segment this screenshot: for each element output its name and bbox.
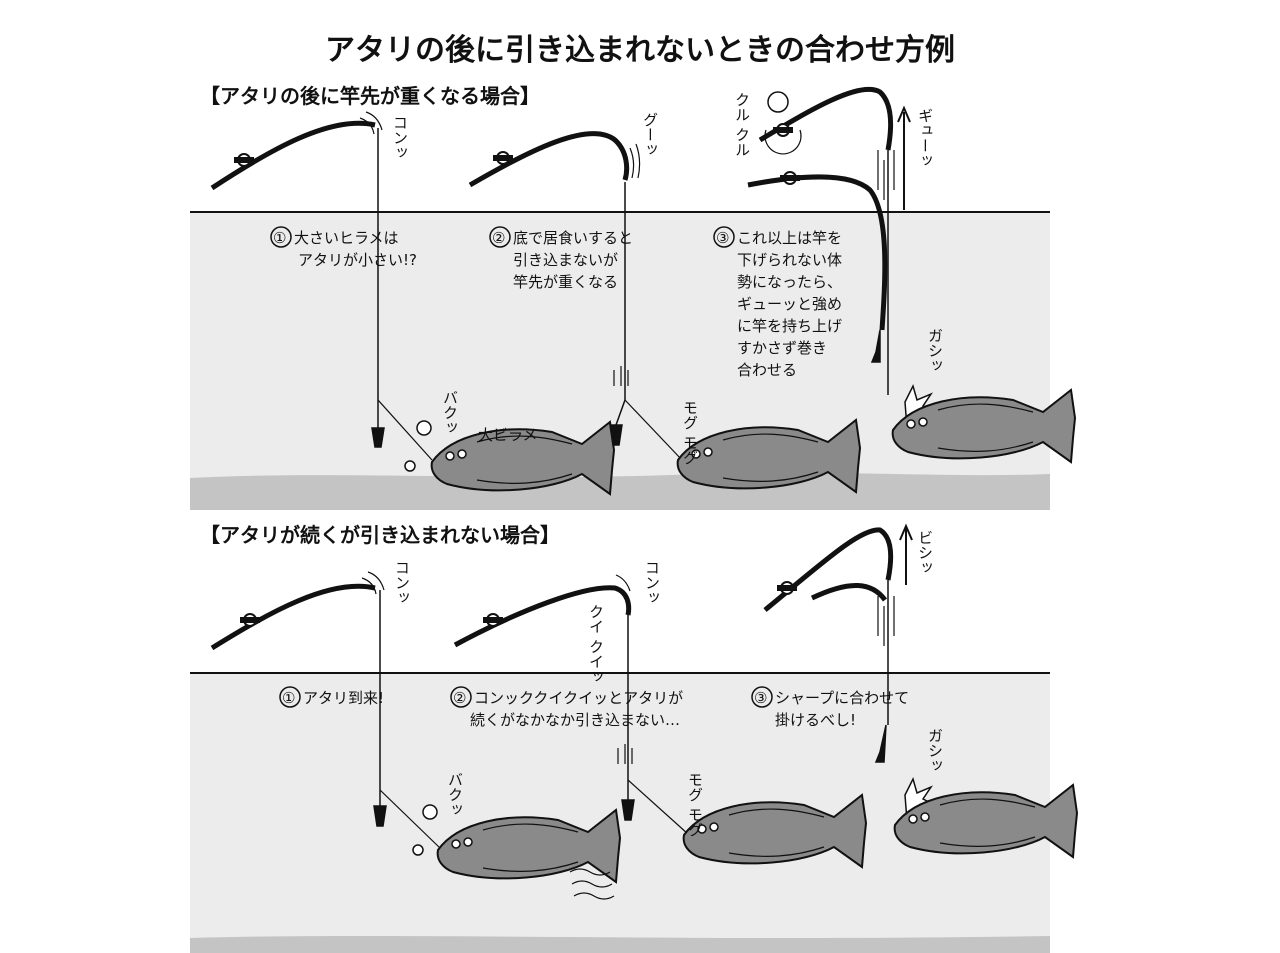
caption-1-3-line7: 合わせる [737, 361, 797, 379]
rod-1-1 [210, 111, 383, 400]
sfx-kon-2-2: コンッ [643, 560, 661, 605]
fish-label: 大ビラメ [478, 426, 538, 444]
sfx-mogu-1-2: モグ モグ [681, 400, 699, 465]
sfx-bishi: ビシッ [916, 530, 934, 575]
caption-2-2-line2: 続くがなかなか引き込まない… [470, 711, 680, 729]
leader-1-2 [624, 399, 683, 461]
caption-1-3-line3: 勢になったら、 [737, 273, 842, 291]
sfx-mogu-2-2: モグ モグ [686, 772, 704, 837]
section-2-heading: 【アタリが続くが引き込まれない場合】 [200, 523, 560, 547]
caption-1-2-num: ② [492, 229, 505, 247]
caption-1-3-line1: これ以上は竿を [737, 229, 842, 247]
bubble-1-1a [416, 420, 432, 436]
caption-1-1-line1: 大さいヒラメは [294, 229, 399, 247]
caption-1-1: ① 大さいヒラメは アタリが小さい!? [270, 226, 417, 269]
vibration-2-2 [617, 744, 633, 764]
caption-2-1-num: ① [282, 689, 295, 707]
caption-1-3-line2: 下げられない体 [737, 251, 842, 269]
caption-1-2-line1: 底で居食いすると [513, 229, 633, 247]
caption-2-3-line1: シャープに合わせて [775, 689, 909, 707]
sfx-kuikui: クイ クイッ [587, 604, 605, 684]
water-area-1 [190, 212, 1050, 510]
section-2: 【アタリが続くが引き込まれない場合】 コンッ ① アタリ到来! バクッ [190, 523, 1078, 953]
up-arrow-2 [899, 523, 913, 585]
bubble-2-1b [412, 844, 424, 856]
sinker-2-2 [621, 780, 635, 821]
caption-2-2-num: ② [453, 689, 466, 707]
caption-1-1-line2: アタリが小さい!? [298, 251, 417, 269]
caption-1-3-line4: ギューッと強め [737, 295, 842, 313]
sinker-2-3 [874, 724, 887, 763]
sfx-gashi-1: ガシッ [926, 328, 944, 373]
caption-1-1-num: ① [273, 229, 286, 247]
sfx-gashi-2: ガシッ [926, 728, 944, 773]
page-title: アタリの後に引き込まれないときの合わせ方例 [325, 33, 955, 68]
caption-1-3-line5: に竿を持ち上げ [737, 317, 842, 335]
up-arrow-1 [897, 105, 911, 210]
sfx-guu: グーッ [641, 112, 659, 157]
seabed-2 [190, 936, 1050, 953]
caption-2-3-num: ③ [754, 689, 767, 707]
tail-waves-2-1 [569, 868, 615, 900]
leader-2-2 [627, 779, 689, 835]
sinker-1-2 [609, 399, 626, 446]
caption-1-3: ③ これ以上は竿を 下げられない体 勢になったら、 ギューッと強め に竿を持ち上… [713, 226, 842, 379]
section-1-heading: 【アタリの後に竿先が重くなる場合】 [200, 84, 540, 108]
caption-1-2: ② 底で居食いすると 引き込まないが 竿先が重くなる [489, 226, 633, 291]
sinker-1-1 [371, 400, 385, 448]
caption-2-3-line2: 掛けるべし! [775, 711, 856, 729]
rod-2-3 [763, 527, 895, 725]
caption-2-1: ① アタリ到来! [279, 686, 384, 708]
rod-2-1 [210, 571, 385, 790]
caption-2-2: ② コンッククイクイッとアタリが 続くがなかなか引き込まない… [450, 686, 683, 729]
section-1: 【アタリの後に竿先が重くなる場合】 コンッ ① 大さいヒラメは アタリが小さい!… [190, 84, 1076, 510]
seabed-1 [190, 472, 1050, 510]
caption-2-1-line1: アタリ到来! [303, 689, 384, 707]
caption-1-2-line2: 引き込まないが [513, 251, 618, 269]
caption-1-2-line3: 竿先が重くなる [513, 273, 618, 291]
sfx-kon-1: コンッ [391, 115, 409, 160]
caption-1-3-line6: すかさず巻き [737, 339, 827, 357]
caption-2-3: ③ シャープに合わせて 掛けるべし! [751, 686, 909, 729]
leader-1-1 [377, 399, 433, 461]
sinker-1-3 [870, 329, 881, 363]
sinker-2-1 [373, 790, 387, 827]
sfx-bite-2-1: バクッ [446, 772, 464, 817]
caption-2-2-line1: コンッククイクイッとアタリが [474, 689, 683, 707]
bubble-2-1a [422, 804, 438, 820]
rod-1-2 [468, 131, 641, 400]
sfx-gyuu: ギューッ [916, 108, 934, 168]
bubble-1-1b [404, 460, 416, 472]
caption-1-3-num: ③ [716, 229, 729, 247]
sfx-kurukuru: クル クル [733, 92, 751, 157]
rod-1-3 [747, 86, 895, 395]
sfx-kon-2-1: コンッ [393, 560, 411, 605]
rod-2-2 [453, 574, 632, 780]
vibration-1-2 [613, 366, 629, 386]
sfx-bite-1-1: バクッ [441, 390, 459, 435]
leader-2-1 [379, 789, 441, 849]
